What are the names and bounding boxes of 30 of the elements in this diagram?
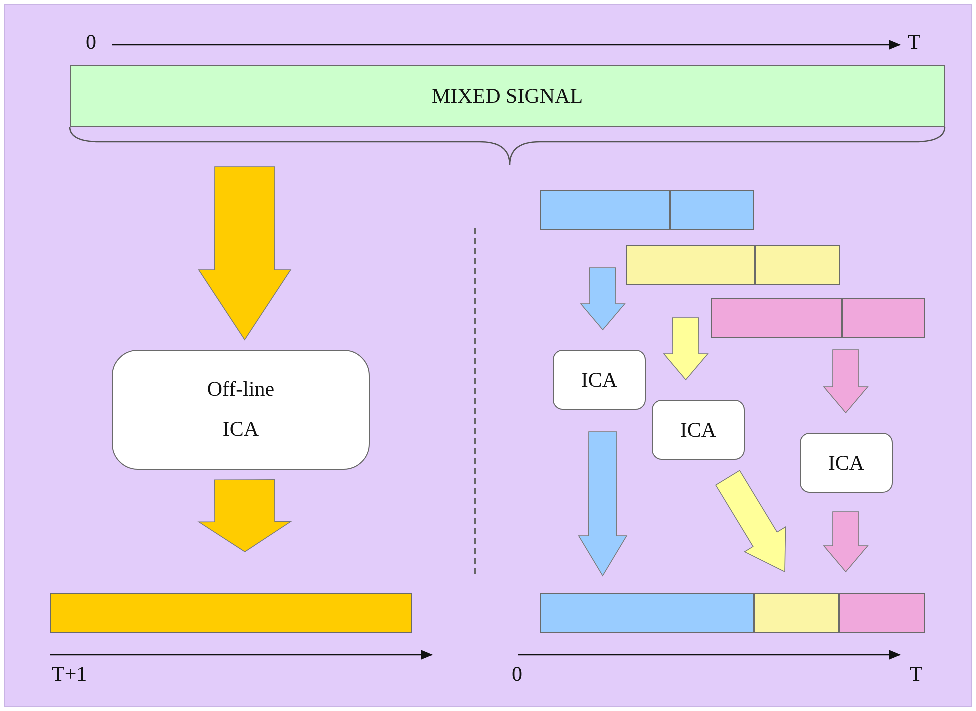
node-label: ICA [680,418,717,442]
node-label: MIXED SIGNAL [432,84,584,108]
segment-bar [626,245,840,285]
block-arrow [663,318,709,381]
axis-label: T+1 [52,662,88,687]
output-segment [754,593,839,633]
signal-bar [70,65,945,127]
node-label: ICA [828,450,865,476]
axis-label: T [910,662,923,687]
block-arrow [198,166,292,341]
block-arrow [823,350,869,414]
axis-label: 0 [86,30,96,55]
axis-label: T [908,30,921,55]
process-box [553,350,646,410]
block-arrow [578,432,628,577]
output-segment [540,593,754,633]
process-box [800,433,893,493]
axis-label: 0 [512,662,522,687]
node-label: Off-line ICA [206,376,276,443]
segment-bar [540,190,754,230]
segment-bar [711,298,925,338]
process-box [652,400,745,460]
node-label: ICA [581,368,618,392]
block-arrow [715,470,786,573]
block-arrow [198,480,292,552]
output-segment [839,593,925,633]
block-arrow [580,268,626,331]
output-bar [50,593,412,633]
process-box [112,350,370,470]
block-arrow [823,512,869,573]
